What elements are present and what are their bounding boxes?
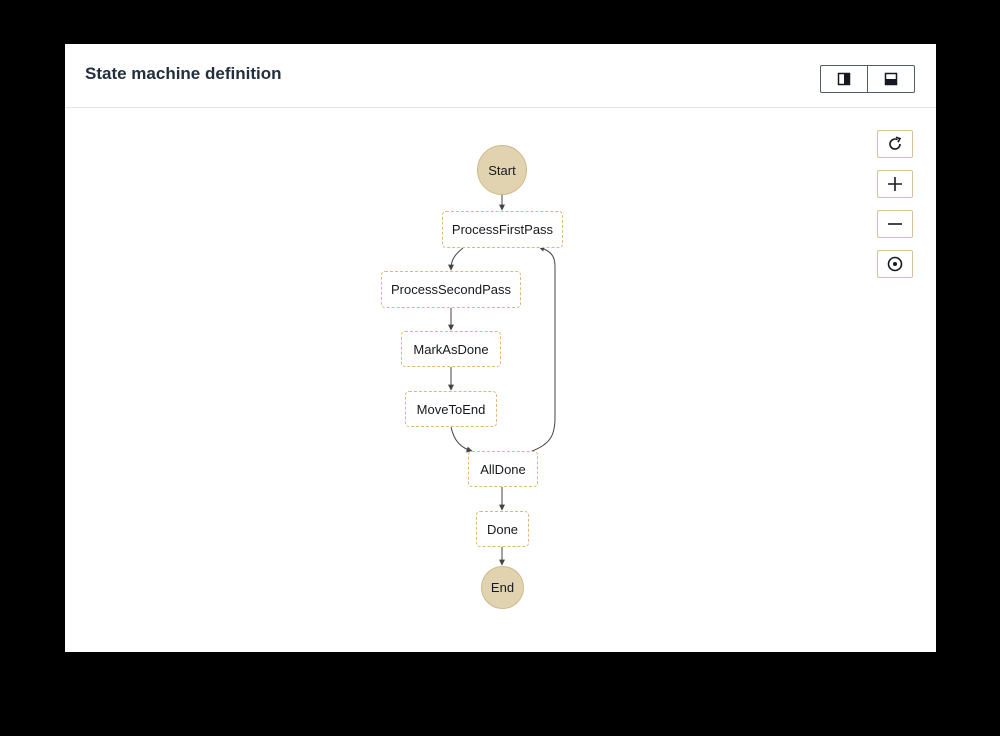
state-processsecondpass[interactable]: ProcessSecondPass [381,271,521,308]
center-icon [887,256,903,272]
state-markasdone[interactable]: MarkAsDone [401,331,501,367]
split-horizontal-icon [884,72,898,86]
panel-header: State machine definition [65,44,936,108]
state-movetoend[interactable]: MoveToEnd [405,391,497,427]
refresh-icon [889,136,902,150]
zoom-out-icon [888,223,902,225]
edge-alldone-processfirstpass [531,245,556,452]
graph-edges [448,195,556,566]
edge-movetoend-alldone [450,426,473,453]
split-vertical-button[interactable] [821,66,867,92]
zoom-in-button[interactable] [877,170,913,198]
refresh-button[interactable] [877,130,913,158]
graph-canvas[interactable]: Start ProcessFirstPass ProcessSecondPass… [65,108,936,652]
edge-processfirstpass-processsecondpass [448,247,464,271]
zoom-out-button[interactable] [877,210,913,238]
state-processfirstpass[interactable]: ProcessFirstPass [442,211,563,248]
split-horizontal-button[interactable] [867,66,914,92]
center-button[interactable] [877,250,913,278]
state-done[interactable]: Done [476,511,529,547]
end-node[interactable]: End [481,566,524,609]
start-node[interactable]: Start [477,145,527,195]
split-vertical-icon [837,72,851,86]
state-alldone[interactable]: AllDone [468,451,538,487]
layout-toggle [820,65,915,93]
zoom-in-icon [888,177,902,191]
state-machine-panel: State machine definition [65,44,936,652]
panel-title: State machine definition [85,64,282,83]
